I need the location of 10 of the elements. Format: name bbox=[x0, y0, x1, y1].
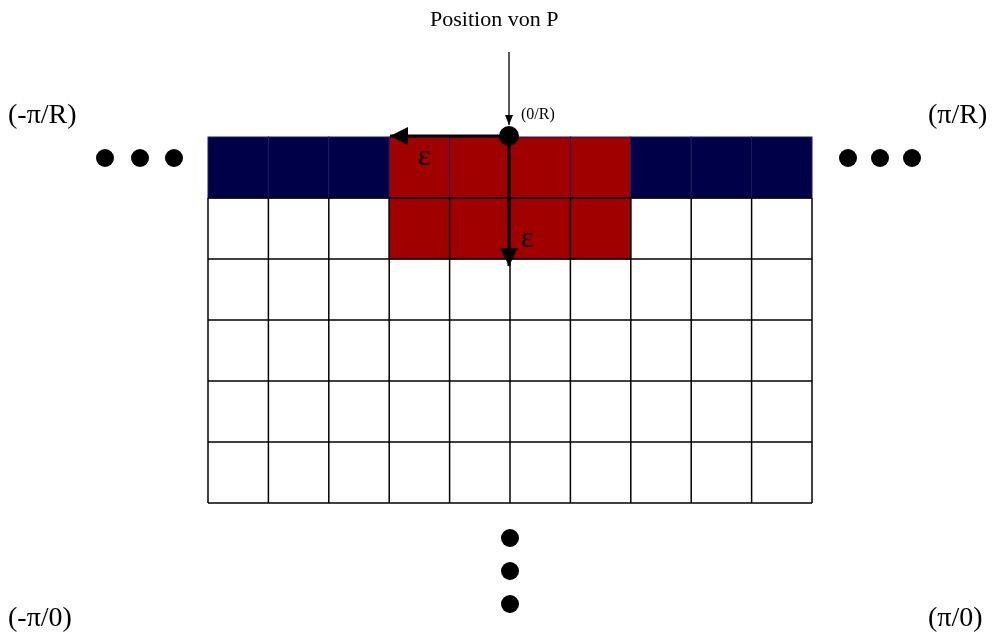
coordinate-label: (-π/0) bbox=[8, 603, 72, 631]
text-label: Position von P bbox=[430, 8, 559, 30]
point-marker bbox=[499, 126, 519, 146]
epsilon-label: ε bbox=[521, 222, 534, 252]
coordinate-label: (-π/R) bbox=[8, 100, 77, 128]
coordinate-label: (π/R) bbox=[928, 100, 988, 128]
arrow bbox=[504, 51, 514, 126]
coordinate-label: (π/0) bbox=[928, 603, 983, 631]
epsilon-label: ε bbox=[418, 140, 431, 170]
coordinate-label: (0/R) bbox=[521, 106, 555, 122]
